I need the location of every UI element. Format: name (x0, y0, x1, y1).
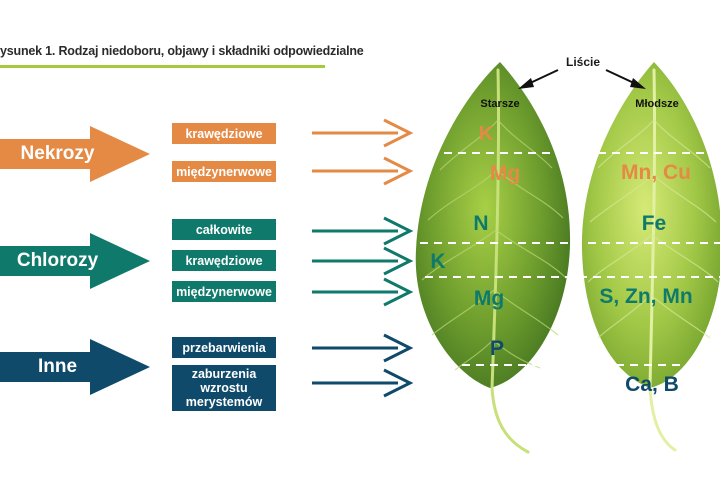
leaves-caption: Liście (566, 55, 600, 69)
arrow-chlorozy: Chlorozy (0, 233, 150, 289)
nutrient-younger-fe: Fe (642, 212, 667, 235)
symptom-box-nekrozy-miedzynerwowe: międzynerwowe (172, 161, 276, 182)
figure-title: ysunek 1. Rodzaj niedoboru, objawy i skł… (0, 44, 364, 58)
arrow-nekrozy: Nekrozy (0, 126, 150, 182)
older-leaf (415, 62, 571, 454)
pointer-arrow-chlorozy-1 (312, 216, 414, 246)
symptom-box-chlorozy-krawedziowe: krawędziowe (172, 250, 276, 271)
nutrient-older-k-necrosis: K (479, 123, 494, 145)
nutrient-younger-ca-b: Ca, B (625, 373, 679, 396)
category-label-nekrozy: Nekrozy (20, 143, 95, 164)
nutrient-younger-mn-cu: Mn, Cu (621, 161, 691, 184)
symptom-box-inne-przebarwienia: przebarwienia (172, 337, 276, 358)
symptom-box-inne-zaburzenia: zaburzenia wzrostu merystemów (172, 365, 276, 411)
nutrient-older-mg-necrosis: Mg (490, 162, 520, 185)
nutrient-older-k-chlorosis: K (430, 250, 445, 273)
title-underline (0, 65, 325, 68)
pointer-arrow-chlorozy-2 (312, 246, 414, 276)
nutrient-younger-s-zn-mn: S, Zn, Mn (599, 285, 692, 308)
younger-leaf-label: Młodsze (635, 98, 678, 110)
symptom-box-chlorozy-calkowite: całkowite (172, 219, 276, 240)
caption-arrow-left (518, 69, 559, 89)
nutrient-older-p: P (490, 337, 504, 360)
category-label-chlorozy: Chlorozy (16, 250, 99, 271)
pointer-arrow-chlorozy-3 (312, 277, 414, 307)
nutrient-older-n: N (473, 212, 488, 235)
pointer-arrow-inne-1 (312, 333, 414, 363)
pointer-arrow-nekrozy-1 (312, 118, 414, 148)
pointer-arrow-nekrozy-2 (312, 156, 414, 186)
pointer-arrow-inne-2 (312, 368, 414, 398)
category-label-inne: Inne (37, 356, 78, 377)
nutrient-older-mg-chlorosis: Mg (474, 287, 504, 310)
symptom-box-nekrozy-krawedziowe: krawędziowe (172, 123, 276, 144)
arrow-inne: Inne (0, 339, 150, 395)
older-leaf-label: Starsze (480, 98, 519, 110)
caption-arrow-right (605, 69, 646, 89)
symptom-box-chlorozy-miedzynerwowe: międzynerwowe (172, 281, 276, 302)
zone-separators (420, 152, 720, 366)
